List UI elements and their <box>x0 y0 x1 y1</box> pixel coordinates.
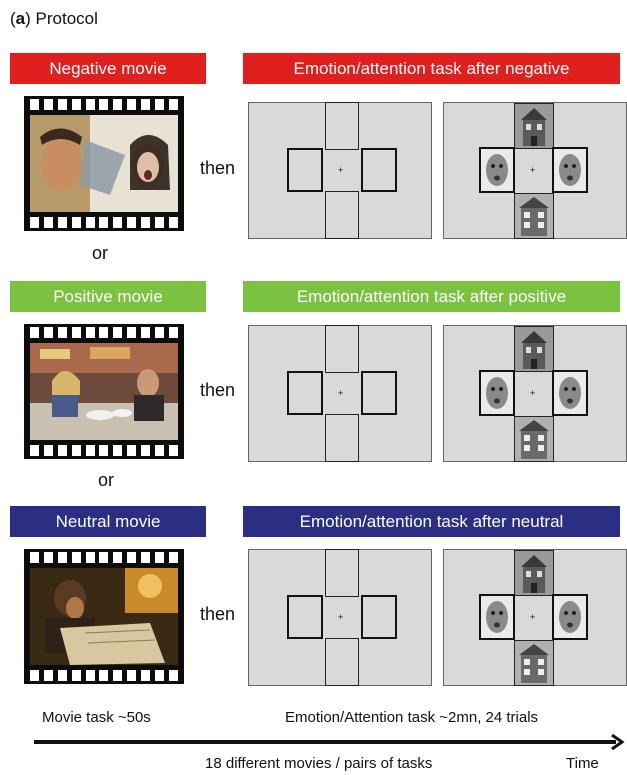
time-axis-label: Time <box>566 755 599 772</box>
fixation-cross: + <box>338 612 344 622</box>
positive-task-banner: Emotion/attention task after positive <box>243 281 620 312</box>
face-image-right <box>552 147 588 193</box>
timeline-caption: 18 different movies / pairs of tasks <box>205 755 433 772</box>
house-image-top <box>514 550 554 596</box>
positive-movie-filmstrip <box>24 324 184 459</box>
neutral-movie-banner: Neutral movie <box>10 506 206 537</box>
empty-trial-screen: + <box>248 325 432 462</box>
empty-trial-screen: + <box>248 102 432 239</box>
house-image-top <box>514 326 554 372</box>
neutral-movie-still <box>30 568 178 665</box>
face-image-left <box>479 147 515 193</box>
empty-trial-screen: + <box>248 549 432 686</box>
face-image-left <box>479 370 515 416</box>
right-placeholder <box>361 148 397 192</box>
house-image-bottom <box>514 193 554 239</box>
negative-movie-banner: Negative movie <box>10 53 206 84</box>
negative-movie-filmstrip <box>24 96 184 231</box>
fixation-cross: + <box>530 388 536 398</box>
house-image-top <box>514 103 554 149</box>
bottom-placeholder <box>325 638 359 686</box>
fixation-cross: + <box>338 165 344 175</box>
then-label: then <box>200 158 236 178</box>
face-house-trial-screen: + <box>443 325 627 462</box>
then-label: then <box>200 380 236 400</box>
top-placeholder <box>325 325 359 373</box>
top-placeholder <box>325 102 359 150</box>
face-image-right <box>552 594 588 640</box>
top-placeholder <box>325 549 359 597</box>
bottom-placeholder <box>325 191 359 239</box>
fixation-cross: + <box>530 612 536 622</box>
negative-movie-still <box>30 115 178 212</box>
right-placeholder <box>361 595 397 639</box>
emotion-task-caption: Emotion/Attention task ~2mn, 24 trials <box>285 709 539 726</box>
positive-movie-still <box>30 343 178 440</box>
then-label: then <box>200 604 236 624</box>
time-arrow <box>34 734 625 750</box>
negative-task-banner: Emotion/attention task after negative <box>243 53 620 84</box>
house-image-bottom <box>514 640 554 686</box>
fixation-cross: + <box>530 165 536 175</box>
or-label: or <box>92 243 109 263</box>
positive-movie-banner: Positive movie <box>10 281 206 312</box>
face-image-right <box>552 370 588 416</box>
left-placeholder <box>287 595 323 639</box>
left-placeholder <box>287 371 323 415</box>
left-placeholder <box>287 148 323 192</box>
figure-title: (a) Protocol <box>10 9 98 28</box>
neutral-task-banner: Emotion/attention task after neutral <box>243 506 620 537</box>
face-image-left <box>479 594 515 640</box>
fixation-cross: + <box>338 388 344 398</box>
or-label: or <box>98 470 115 490</box>
neutral-movie-filmstrip <box>24 549 184 684</box>
bottom-placeholder <box>325 414 359 462</box>
face-house-trial-screen: + <box>443 549 627 686</box>
face-house-trial-screen: + <box>443 102 627 239</box>
movie-task-caption: Movie task ~50s <box>42 709 151 726</box>
right-placeholder <box>361 371 397 415</box>
house-image-bottom <box>514 416 554 462</box>
